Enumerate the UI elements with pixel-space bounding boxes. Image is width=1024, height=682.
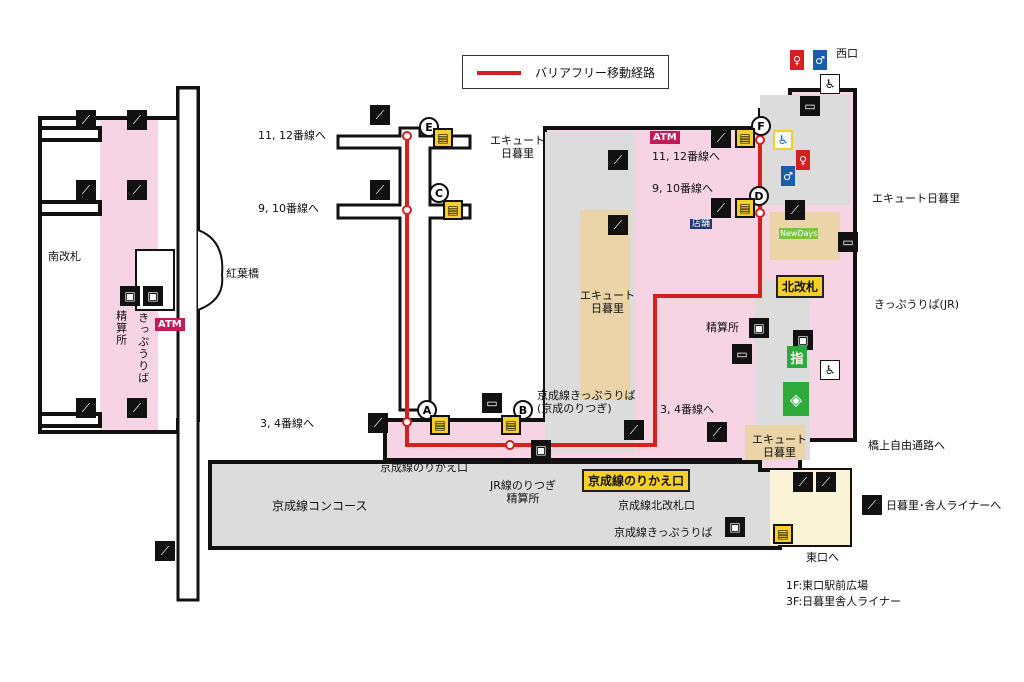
floor-note-2: 3F:日暮里舎人ライナー bbox=[786, 595, 901, 608]
seisan-left-label: 精算所 bbox=[114, 310, 128, 346]
elevator-icon: ▤ bbox=[773, 524, 793, 544]
jr-transfer-seisan-label: JR線のりつぎ 精算所 bbox=[490, 479, 556, 505]
platform-3-4-left-label: 3, 4番線へ bbox=[260, 417, 314, 430]
stairs-icon: ⟋ bbox=[711, 198, 731, 218]
stairs-icon: ⟋ bbox=[711, 128, 731, 148]
wheelchair-icon: ♿ bbox=[773, 130, 793, 150]
wheelchair-icon: ♿ bbox=[820, 74, 840, 94]
elevator-icon: ▤ bbox=[501, 415, 521, 435]
platform-9-10-left-label: 9, 10番線へ bbox=[258, 202, 319, 215]
escalator-icon: ⟋ bbox=[624, 420, 644, 440]
stairs-icon: ⟋ bbox=[127, 180, 147, 200]
legend-route-label: バリアフリー移動経路 bbox=[535, 66, 656, 80]
stairs-icon: ⟋ bbox=[370, 105, 390, 125]
newdays-logo: NewDays bbox=[779, 228, 819, 240]
escalator-icon: ⟋ bbox=[608, 215, 628, 235]
ecute-label-right: エキュート日暮里 bbox=[872, 192, 960, 205]
east-exit-label: 東口へ bbox=[806, 551, 839, 564]
stairs-icon: ⟋ bbox=[370, 180, 390, 200]
stairs-icon: ⟋ bbox=[785, 200, 805, 220]
legend-route-line bbox=[477, 71, 521, 75]
escalator-icon: ⟋ bbox=[76, 180, 96, 200]
ecute-label-bottom: エキュート 日暮里 bbox=[752, 433, 807, 459]
kippu-jr-label: きっぷうりば(JR) bbox=[874, 298, 960, 311]
elevator-icon: ▤ bbox=[735, 198, 755, 218]
ticket-machine-icon: ▣ bbox=[725, 517, 745, 537]
point-c: C bbox=[429, 183, 449, 203]
liner-label: 日暮里･舎人ライナーへ bbox=[886, 499, 1002, 512]
central-shaft bbox=[336, 126, 472, 412]
ticket-machine-icon: ▣ bbox=[143, 286, 163, 306]
seisan-right-label: 精算所 bbox=[706, 321, 739, 334]
stairs-icon: ⟋ bbox=[707, 422, 727, 442]
elevator-icon: ▤ bbox=[430, 415, 450, 435]
ecute-label-mid: エキュート 日暮里 bbox=[580, 289, 635, 315]
keisei-transfer-label-b: 京成線のりかえ口 bbox=[582, 469, 691, 492]
elevator-icon: ▤ bbox=[443, 200, 463, 220]
north-gate-label: 北改札 bbox=[776, 275, 825, 298]
koyo-bridge-label: 紅葉橋 bbox=[226, 267, 259, 280]
ticket-machine-icon: ▣ bbox=[531, 440, 551, 460]
platform-9-10-right-label: 9, 10番線へ bbox=[652, 182, 713, 195]
floor-note-1: 1F:東口駅前広場 bbox=[786, 579, 869, 592]
ecute-shop-tan bbox=[580, 210, 630, 400]
atm-icon: ATM bbox=[650, 131, 680, 144]
green-window-icon: ◈ bbox=[783, 382, 809, 416]
legend-box: バリアフリー移動経路 bbox=[462, 55, 669, 89]
ecute-bottom-tan bbox=[745, 425, 805, 460]
escalator-icon: ⟋ bbox=[76, 110, 96, 130]
south-gate-label: 南改札 bbox=[48, 250, 81, 263]
bridge-passage-label: 橋上自由通路へ bbox=[868, 439, 945, 452]
koyo-bridge bbox=[176, 86, 200, 602]
koyo-bridge-curve bbox=[197, 229, 224, 311]
platform-3-4-right-label: 3, 4番線へ bbox=[660, 403, 714, 416]
escalator-icon: ⟋ bbox=[608, 150, 628, 170]
escalator-icon: ⟋ bbox=[76, 398, 96, 418]
elevator-icon: ▤ bbox=[735, 128, 755, 148]
route-nodes bbox=[402, 131, 765, 450]
ticket-machine-icon: ▣ bbox=[120, 286, 140, 306]
barrier-free-route bbox=[405, 136, 762, 447]
west-platform-stubs bbox=[38, 126, 102, 428]
south-gate-area bbox=[135, 249, 175, 311]
ticket-machine-icon: ▣ bbox=[749, 318, 769, 338]
stairs-icon: ⟋ bbox=[368, 413, 388, 433]
stairs-icon: ⟋ bbox=[127, 110, 147, 130]
escalator-icon: ⟋ bbox=[793, 472, 813, 492]
stairs-icon: ⟋ bbox=[127, 398, 147, 418]
restroom-women-icon: ♀ bbox=[790, 50, 804, 70]
locker-icon: ▭ bbox=[482, 393, 502, 413]
locker-icon: ▭ bbox=[732, 344, 752, 364]
point-f: F bbox=[751, 116, 771, 136]
keisei-concourse-label: 京成線コンコース bbox=[272, 499, 368, 513]
elevator-icon: ▤ bbox=[433, 128, 453, 148]
shop-badge: 店舗 bbox=[690, 219, 713, 230]
stairs-icon: ⟋ bbox=[155, 541, 175, 561]
restroom-men-icon: ♂ bbox=[781, 166, 795, 186]
west-exit-label: 西口 bbox=[836, 47, 858, 60]
kippu-left-label: きっぷうりば bbox=[136, 312, 150, 384]
restroom-men-icon: ♂ bbox=[813, 50, 827, 70]
keisei-kippu-label: 京成線きっぷうりば (京成のりつぎ) bbox=[537, 389, 636, 415]
locker-icon: ▭ bbox=[838, 232, 858, 252]
atm-icon: ATM bbox=[155, 318, 185, 331]
wheelchair-icon: ♿ bbox=[820, 360, 840, 380]
keisei-north-gate-label: 京成線北改札口 bbox=[618, 499, 695, 512]
platform-11-12-right-label: 11, 12番線へ bbox=[652, 150, 720, 163]
restroom-women-icon: ♀ bbox=[796, 150, 810, 170]
locker-icon: ▭ bbox=[800, 96, 820, 116]
keisei-transfer-label-a: 京成線のりかえ口 bbox=[380, 461, 468, 474]
stairs-icon: ⟋ bbox=[862, 495, 882, 515]
keisei-kippu-bottom-label: 京成線きっぷうりば bbox=[614, 526, 713, 539]
ticket-machine-icon: ▣ bbox=[793, 330, 813, 350]
ticket-guide-sign: 指 bbox=[787, 346, 807, 368]
platform-11-12-left-label: 11, 12番線へ bbox=[258, 129, 326, 142]
stairs-icon: ⟋ bbox=[816, 472, 836, 492]
ecute-label-top: エキュート 日暮里 bbox=[490, 134, 545, 160]
